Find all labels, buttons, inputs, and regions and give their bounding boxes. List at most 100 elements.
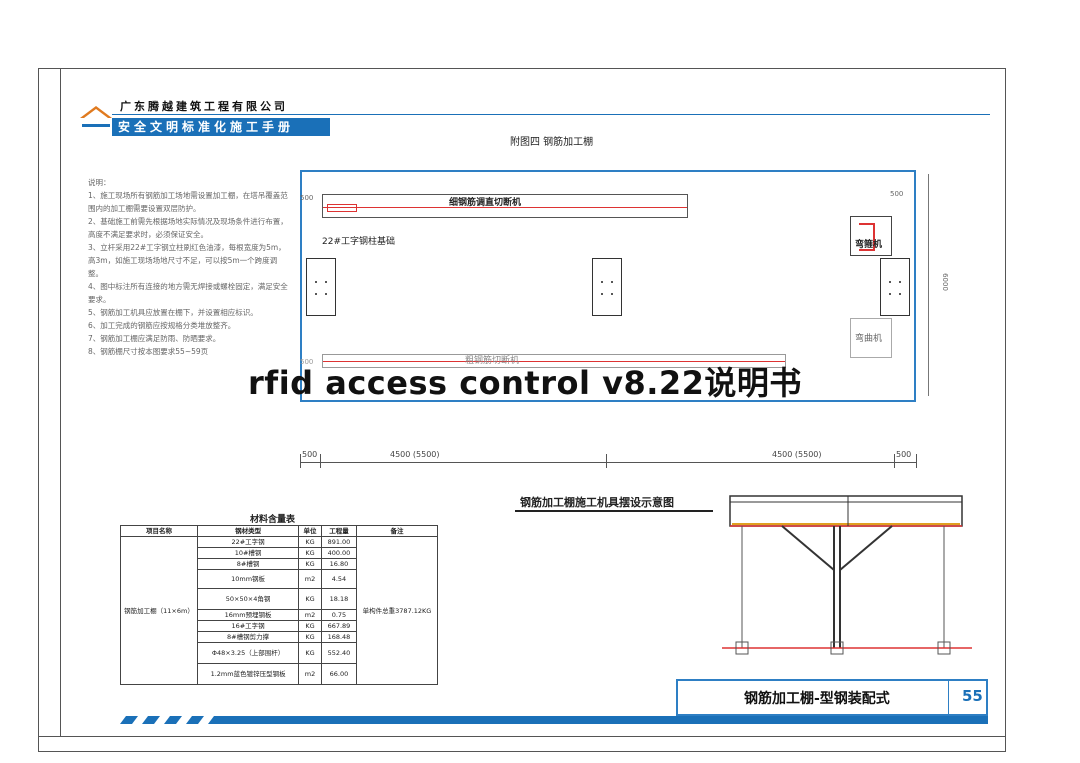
note-item: 6、加工完成的钢筋应按规格分类堆放整齐。: [88, 321, 236, 330]
qty-cell: 18.18: [320, 588, 358, 610]
dim-vertical-line: [928, 174, 929, 396]
unit-cell: m2: [298, 569, 322, 589]
schematic-title: 钢筋加工棚施工机具摆设示意图: [520, 496, 674, 509]
qty-cell: 667.89: [320, 620, 358, 632]
dim-bottom-left: 500: [300, 358, 314, 366]
page-number: 55: [962, 687, 983, 705]
unit-cell: KG: [298, 558, 322, 570]
type-cell: 8#槽钢剪力撑: [196, 631, 300, 643]
footer-separator: [948, 681, 949, 714]
unit-cell: m2: [298, 609, 322, 621]
note-item: 5、钢筋加工机具应放置在棚下，并设置相应标识。: [88, 308, 258, 317]
qty-cell: 4.54: [320, 569, 358, 589]
column-base-right: [880, 258, 910, 316]
qty-cell: 0.75: [320, 609, 358, 621]
qty-cell: 400.00: [320, 547, 358, 559]
qty-cell: 168.48: [320, 631, 358, 643]
qty-cell: 66.00: [320, 663, 358, 685]
materials-table: 项目名称 钢材类型 单位 工程量 备注 钢筋加工棚（11×6m） 22#工字钢 …: [120, 525, 438, 685]
company-name: 广东腾越建筑工程有限公司: [120, 100, 288, 113]
dim-right-small: 500: [890, 190, 904, 198]
unit-cell: KG: [298, 642, 322, 664]
unit-cell: KG: [298, 620, 322, 632]
type-cell: Φ48×3.25（上部围杆）: [196, 642, 300, 664]
page-frame: [38, 68, 1006, 752]
dim-span-right: 4500 (5500): [772, 450, 822, 459]
col-header: 项目名称: [120, 525, 198, 537]
dim-left-small: 500: [300, 194, 314, 202]
stirrup-bender-label: 弯箍机: [855, 240, 883, 250]
notes-block: 说明： 1、施工现场所有钢筋加工场地需设置加工棚，在塔吊覆盖范围内的加工棚需要设…: [88, 176, 288, 358]
dimension-line: [300, 462, 916, 463]
col-header: 单位: [298, 525, 322, 537]
column-label: 22#工字钢柱基础: [322, 237, 395, 247]
unit-cell: KG: [298, 631, 322, 643]
watermark-title: rfid access control v8.22说明书: [248, 364, 802, 402]
unit-cell: KG: [298, 547, 322, 559]
unit-cell: KG: [298, 588, 322, 610]
manual-banner: 安全文明标准化施工手册: [112, 118, 330, 136]
dim-left-end: 500: [302, 450, 318, 459]
plan-drawing: 500 细钢筋调直切断机 500 22#工字钢柱基础 弯箍机 弯曲机 500 粗…: [300, 170, 916, 402]
type-cell: 50×50×4角钢: [196, 588, 300, 610]
table-header-row: 项目名称 钢材类型 单位 工程量 备注: [120, 525, 438, 537]
item-name-cell: 钢筋加工棚（11×6m）: [120, 536, 198, 685]
bar-machine-bottom: 粗钢筋切断机: [322, 354, 786, 368]
stirrup-bender-icon: [859, 223, 875, 251]
type-cell: 16#工字钢: [196, 620, 300, 632]
house-logo-icon: [80, 106, 112, 127]
column-base-left: [306, 258, 336, 316]
type-cell: 1.2mm蓝色镀锌压型钢板: [196, 663, 300, 685]
note-item: 3、立杆采用22#工字钢立柱刷红色油漆，每根宽度为5m，高3m，如施工现场场地尺…: [88, 243, 286, 278]
bar-top-label: 细钢筋调直切断机: [449, 198, 522, 208]
note-item: 7、钢筋加工棚应满足防雨、防晒要求。: [88, 334, 221, 343]
note-item: 4、图中标注所有连接的地方需无焊接或螺栓固定，满足安全要求。: [88, 282, 288, 304]
bending-machine-label: 弯曲机: [855, 334, 883, 344]
qty-cell: 552.40: [320, 642, 358, 664]
figure-title: 附图四 钢筋加工棚: [510, 137, 594, 148]
header-rule: [112, 114, 990, 115]
bending-machine-box: 弯曲机: [850, 318, 892, 358]
dim-vertical-text: 6000: [940, 273, 949, 291]
type-cell: 8#槽钢: [196, 558, 300, 570]
bar-bottom-redline: [323, 361, 785, 362]
type-cell: 10#槽钢: [196, 547, 300, 559]
schematic-title-underline: [515, 510, 713, 512]
type-cell: 10mm钢板: [196, 569, 300, 589]
notes-heading: 说明：: [88, 178, 111, 187]
materials-title: 材料含量表: [250, 515, 296, 525]
bar-top-redline: [323, 207, 687, 208]
column-base-middle: [592, 258, 622, 316]
unit-cell: KG: [298, 536, 322, 548]
remark-cell: 单构件总重3787.12KG: [356, 536, 438, 685]
unit-cell: m2: [298, 663, 322, 685]
bar-machine-top: 细钢筋调直切断机: [322, 194, 688, 218]
dim-span-left: 4500 (5500): [390, 450, 440, 459]
footer-title-block: 钢筋加工棚-型钢装配式 55: [676, 679, 988, 716]
footer-stripe: [120, 716, 988, 724]
table-row: 钢筋加工棚（11×6m） 22#工字钢 KG 891.00 单构件总重3787.…: [120, 536, 438, 685]
qty-cell: 891.00: [320, 536, 358, 548]
bar-top-feeder: [327, 204, 357, 212]
note-item: 8、钢筋棚尺寸按本图要求55~59页: [88, 347, 209, 356]
col-header: 钢材类型: [196, 525, 300, 537]
note-item: 2、基础施工前需先根据场地实际情况及现场条件进行布置，高度不满足要求时，必须保证…: [88, 217, 288, 239]
qty-cell: 16.80: [320, 558, 358, 570]
note-item: 1、施工现场所有钢筋加工场地需设置加工棚，在塔吊覆盖范围内的加工棚需要设置双层防…: [88, 191, 288, 213]
dim-right-end: 500: [896, 450, 912, 459]
footer-title: 钢筋加工棚-型钢装配式: [744, 691, 890, 707]
type-cell: 22#工字钢: [196, 536, 300, 548]
stirrup-bender-box: 弯箍机: [850, 216, 892, 256]
bottom-border: [38, 736, 1006, 737]
col-header: 工程量: [320, 525, 358, 537]
col-header: 备注: [356, 525, 438, 537]
bar-bottom-label: 粗钢筋切断机: [465, 356, 520, 366]
shed-elevation-drawing: [722, 495, 972, 655]
type-cell: 16mm预埋钢板: [196, 609, 300, 621]
